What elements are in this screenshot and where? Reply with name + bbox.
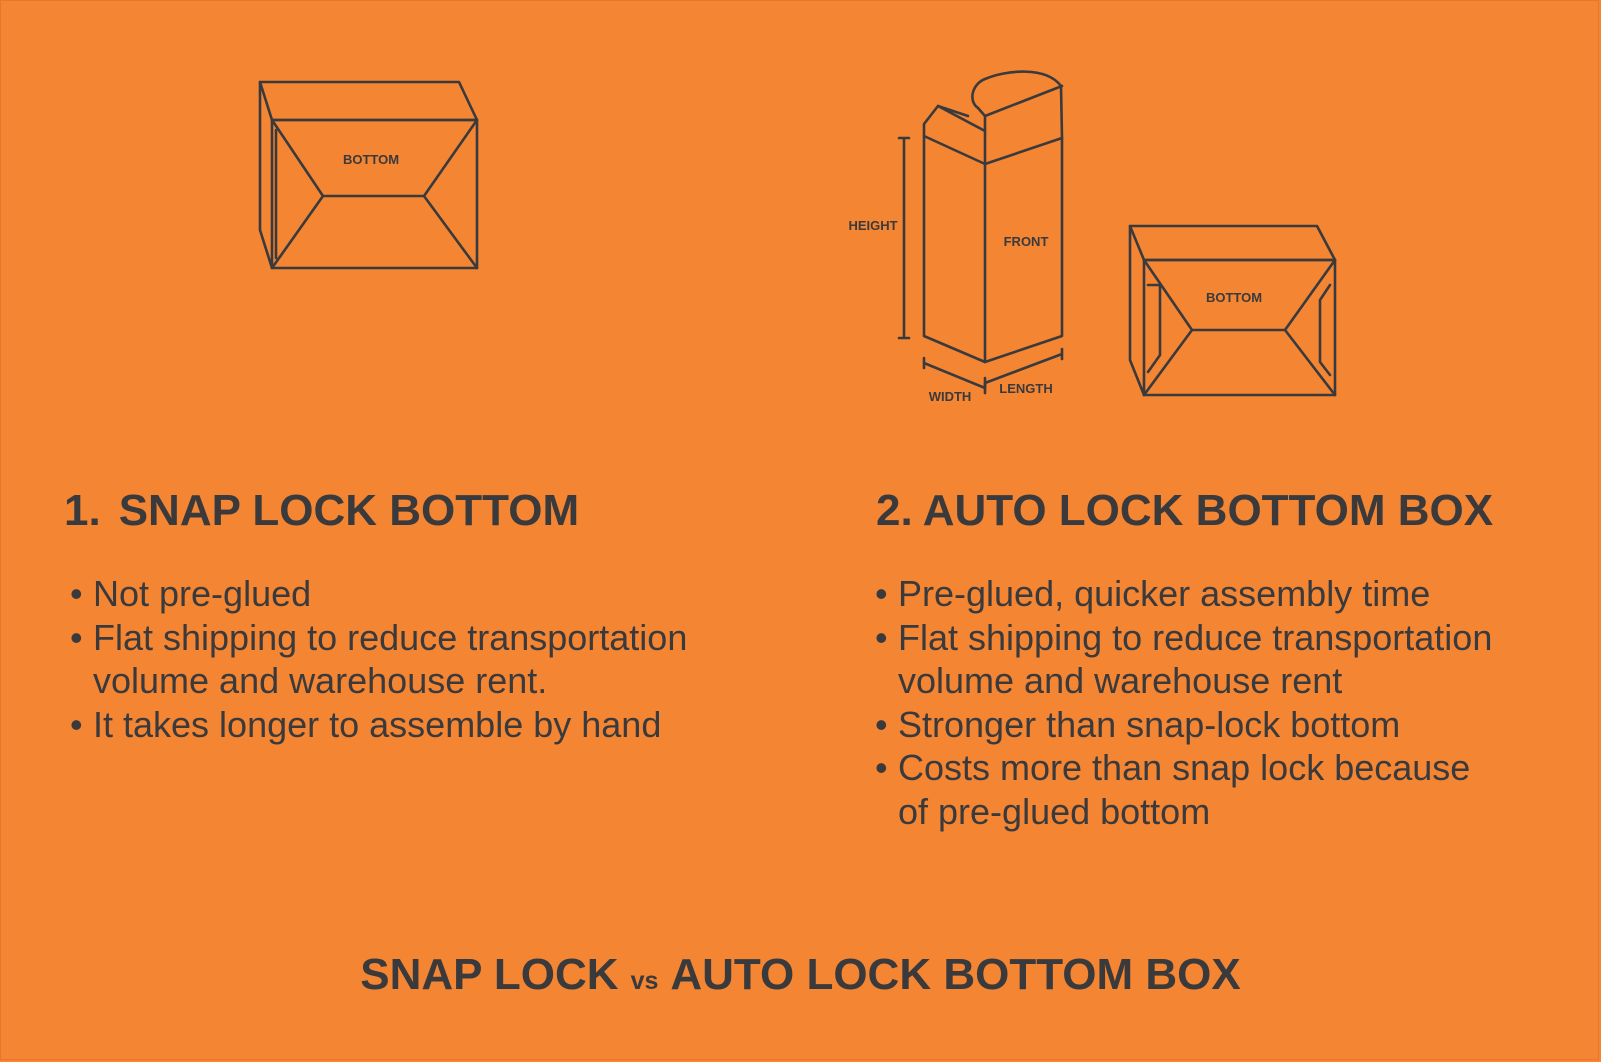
bullet-icon: • [875,703,888,745]
bullet-icon: • [875,747,888,788]
front-label: FRONT [1004,234,1049,249]
list-item-text: Stronger than snap-lock bottom [898,703,1401,745]
section1-heading: 1. SNAP LOCK BOTTOM [64,486,579,536]
list-item: •It takes longer to assemble by hand [70,703,687,747]
section1-number: 1. [64,486,101,535]
footer-left: SNAP LOCK [360,950,619,999]
list-item-text: Flat shipping to reduce transportation [898,616,1493,658]
snap-lock-box-illustration: BOTTOM [258,80,479,270]
list-item-text: Costs more than snap lock because [898,747,1471,788]
list-item: •Stronger than snap-lock bottom [875,703,1492,747]
section1-list: •Not pre-glued•Flat shipping to reduce t… [70,572,687,746]
bullet-icon: • [70,573,83,614]
list-item-text: of pre-glued bottom [898,790,1211,832]
bullet-icon: • [875,616,888,658]
height-label: HEIGHT [848,218,897,233]
tall-box-illustration: HEIGHT FRONT WIDTH LENGTH [848,70,1064,404]
list-item: •Pre-glued, quicker assembly time [875,572,1492,616]
bullet-icon: • [70,703,83,745]
list-item-text: Pre-glued, quicker assembly time [898,573,1431,614]
list-item-text: Not pre-glued [93,573,312,614]
width-label: WIDTH [929,389,972,404]
section1-title: SNAP LOCK BOTTOM [118,486,580,535]
list-item-text: volume and warehouse rent [898,660,1343,701]
list-item: •Not pre-glued [70,572,687,616]
footer-vs: vs [630,967,659,995]
bullet-icon: • [875,573,888,614]
section2-heading: 2.AUTO LOCK BOTTOM BOX [876,486,1493,536]
section2-title: AUTO LOCK BOTTOM BOX [922,486,1494,535]
length-label: LENGTH [999,381,1052,396]
section2-list: •Pre-glued, quicker assembly time•Flat s… [875,572,1492,833]
footer-right: AUTO LOCK BOTTOM BOX [670,950,1241,999]
bullet-icon: • [70,616,83,658]
snap-bottom-label: BOTTOM [343,152,399,167]
list-item-text: volume and warehouse rent. [93,660,548,701]
footer-title: SNAP LOCK vs AUTO LOCK BOTTOM BOX [0,950,1601,1000]
section2-number: 2. [876,486,913,535]
list-item-text: Flat shipping to reduce transportation [93,616,688,658]
list-item-text: It takes longer to assemble by hand [93,703,662,745]
auto-bottom-label: BOTTOM [1206,290,1262,305]
auto-lock-box-illustration: BOTTOM [1128,224,1337,397]
